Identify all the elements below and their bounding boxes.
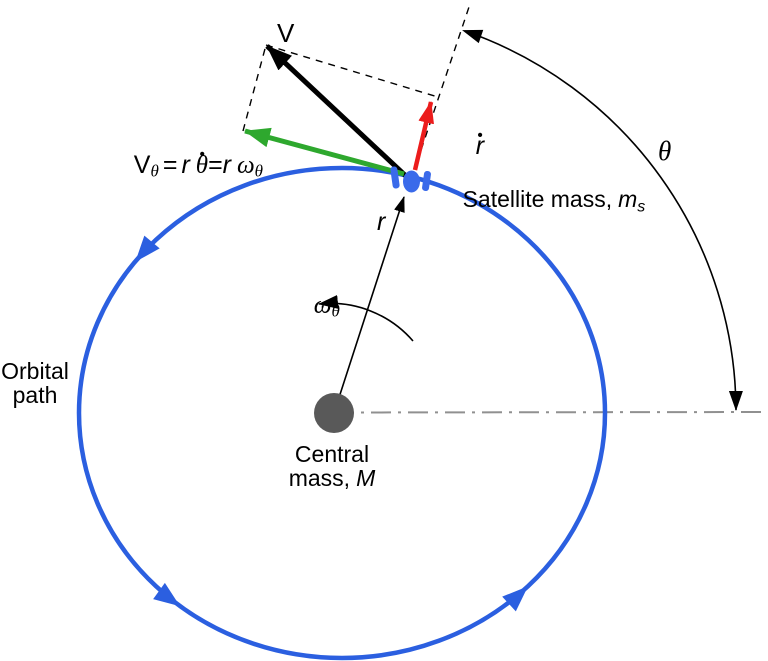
r-first: r: [181, 151, 190, 179]
rdot-base: r: [475, 132, 485, 160]
omega-symbol: ω: [313, 292, 332, 319]
omega-rotation-arc: [318, 295, 414, 342]
orbital-path-line2: path: [12, 382, 58, 408]
satellite-mass-subscript: s: [637, 198, 646, 216]
orbital-path-label: Orbital path: [0, 359, 70, 407]
theta-dot-base: θ: [195, 152, 209, 179]
tangential-velocity-vector-line: [244, 127, 405, 177]
r-second: r: [222, 151, 231, 179]
theta-overdot-icon: •: [199, 145, 205, 163]
central-mass-line2: mass,M: [279, 466, 385, 490]
satellite-dot: [403, 170, 420, 193]
orbit-direction-arrowhead-lower-left-icon: [153, 582, 181, 607]
velocity-label: V: [277, 18, 295, 48]
parallelogram-left-dashed-line: [242, 44, 267, 132]
central-mass-label: Central mass,M: [279, 442, 385, 490]
r-overdot-icon: •: [477, 126, 483, 144]
omega-subscript: θ: [254, 161, 264, 181]
omega-base: ω: [237, 152, 255, 179]
theta-dot: θ•: [195, 147, 209, 179]
equals-1: =: [162, 151, 178, 179]
equals-2: =: [208, 151, 223, 179]
radius-label: r: [377, 208, 386, 236]
central-mass-text: mass,: [288, 465, 351, 491]
reference-axis-line: [333, 411, 767, 414]
central-mass-symbol: M: [356, 465, 376, 491]
parallelogram-top-dashed-line: [265, 44, 439, 98]
angular-velocity-label: ωθ: [286, 268, 340, 345]
radius-vector-line: [333, 196, 405, 414]
orbit-direction-arrowhead-upper-left-icon: [135, 235, 160, 262]
satellite-mass-label: Satellite mass,ms: [437, 165, 646, 238]
radial-extension-dashed-line: [416, 3, 471, 163]
theta-angle-arc: [464, 30, 743, 411]
satellite-mass-text: Satellite mass,: [462, 186, 613, 212]
central-mass-dot: [314, 393, 354, 433]
theta-angle-label: θ: [658, 136, 672, 166]
orbital-path-line1: Orbital: [1, 358, 69, 384]
satellite-right-tick: [422, 170, 431, 192]
theta-arc-top-arrowhead-icon: [462, 29, 484, 44]
radial-velocity-label: r•: [448, 109, 484, 184]
satellite-left-tick: [390, 166, 400, 189]
radial-velocity-vector-line: [412, 101, 434, 171]
vtheta-base: V: [133, 151, 151, 179]
velocity-vector-line: [265, 44, 410, 180]
orbital-path-circle: [76, 165, 608, 661]
satellite-mass-symbol: m: [618, 186, 638, 212]
orbit-direction-arrowhead-lower-right-icon: [502, 586, 529, 612]
vtheta-subscript: θ: [150, 161, 159, 181]
rdot: r•: [475, 128, 485, 160]
omega-symbol-subscript: θ: [331, 301, 340, 321]
central-mass-line1: Central: [294, 441, 370, 467]
